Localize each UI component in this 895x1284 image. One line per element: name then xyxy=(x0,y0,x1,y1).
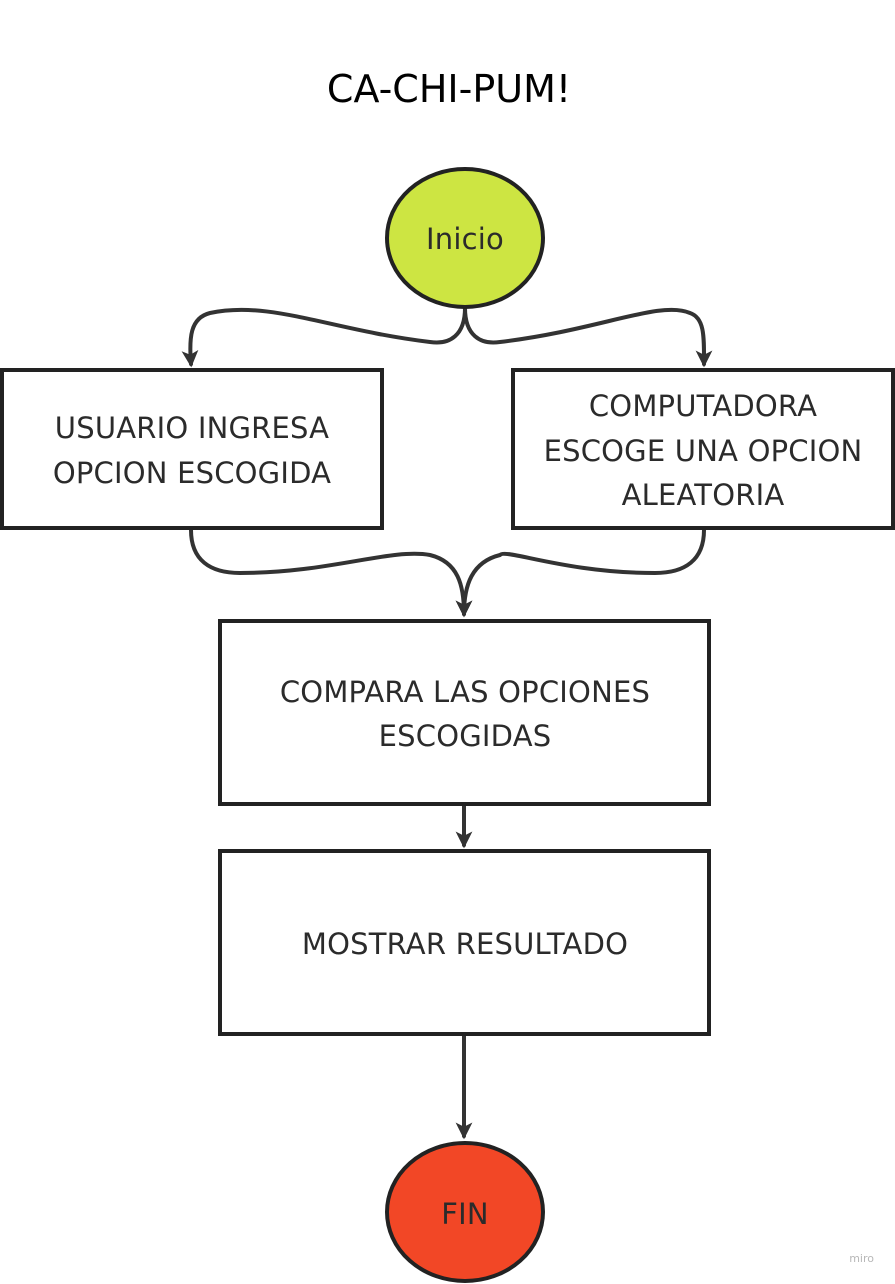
start-label: Inicio xyxy=(426,222,504,256)
end-circle xyxy=(385,1141,545,1283)
user-input-box xyxy=(0,368,384,530)
edge-user-input-to-compare xyxy=(189,528,473,618)
user-input-line-2: OPCION ESCOGIDA xyxy=(53,456,331,490)
edge-start-to-computer-choice xyxy=(463,306,713,368)
show-result-box xyxy=(218,849,711,1036)
diagram-title: CA-CHI-PUM! xyxy=(327,67,571,111)
node-start: Inicio xyxy=(385,167,545,309)
node-computer-choice: COMPUTADORA ESCOGE UNA OPCION ALEATORIA xyxy=(511,368,895,530)
computer-choice-line-3: ALEATORIA xyxy=(622,478,785,512)
end-label: FIN xyxy=(441,1197,489,1231)
node-compare: COMPARA LAS OPCIONES ESCOGIDAS xyxy=(218,619,711,806)
computer-choice-line-2: ESCOGE UNA OPCION xyxy=(544,434,863,468)
computer-choice-line-1: COMPUTADORA xyxy=(589,389,817,423)
connectors xyxy=(181,306,713,1140)
start-circle xyxy=(385,167,545,309)
computer-choice-box xyxy=(511,368,895,530)
edge-start-to-user-input xyxy=(181,306,467,368)
show-result-line-1: MOSTRAR RESULTADO xyxy=(302,927,628,961)
compare-line-1: COMPARA LAS OPCIONES xyxy=(280,675,650,709)
user-input-line-1: USUARIO INGRESA xyxy=(55,411,329,445)
miro-watermark: miro xyxy=(849,1252,874,1265)
node-end: FIN xyxy=(385,1141,545,1283)
node-show-result: MOSTRAR RESULTADO xyxy=(218,849,711,1036)
edge-computer-choice-to-compare xyxy=(455,528,706,618)
compare-box xyxy=(218,619,711,806)
node-user-input: USUARIO INGRESA OPCION ESCOGIDA xyxy=(0,368,384,530)
compare-line-2: ESCOGIDAS xyxy=(379,719,552,753)
